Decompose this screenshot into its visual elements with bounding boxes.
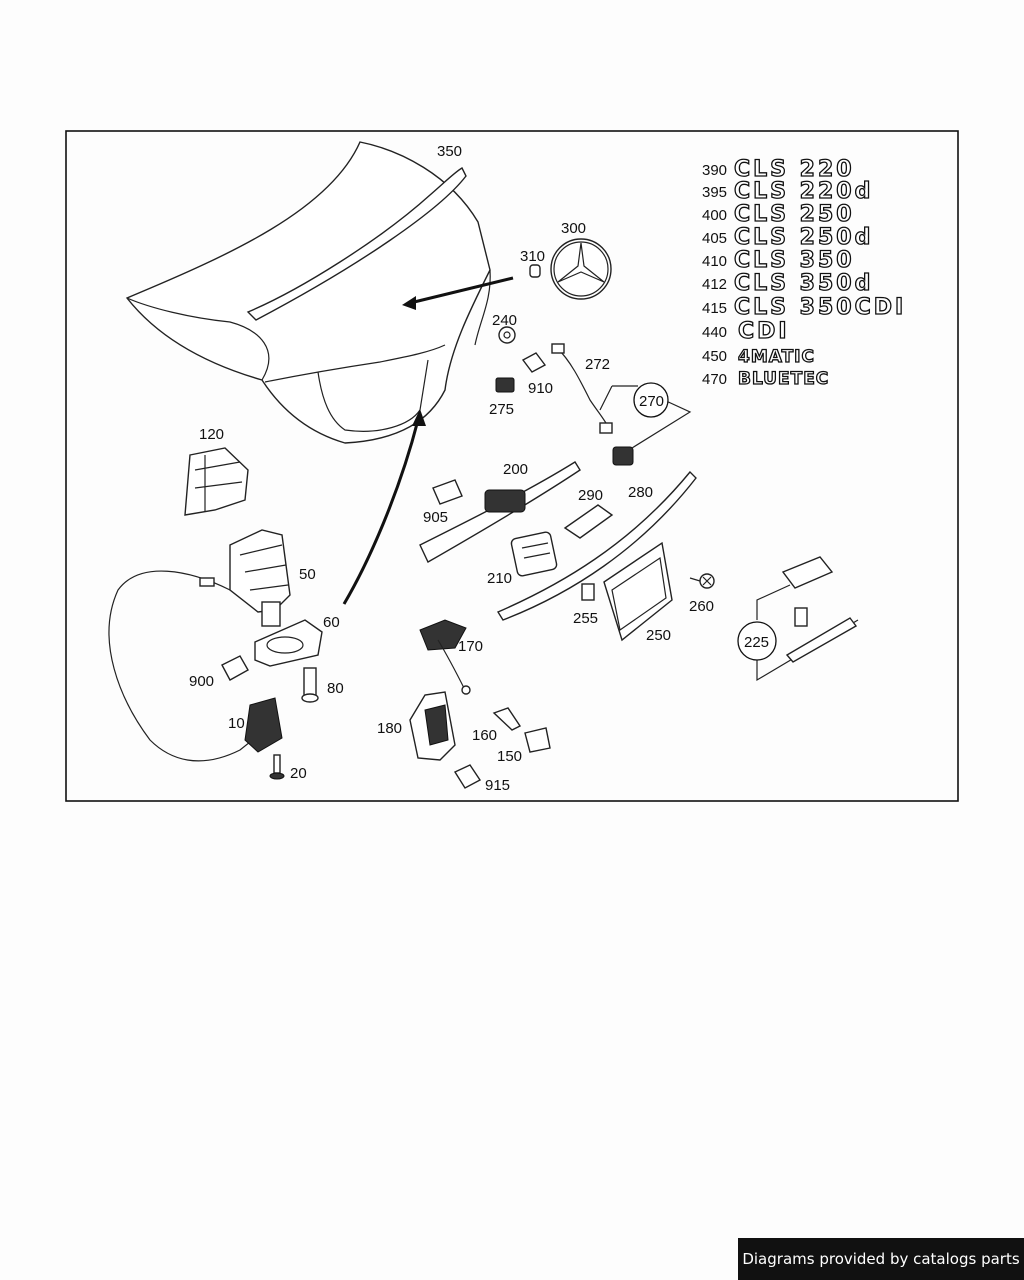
spoiler-part <box>246 167 467 321</box>
badge-text: CLS 250 <box>734 202 855 227</box>
callout-300: 300 <box>561 220 586 237</box>
bracket-part-120 <box>184 447 249 516</box>
callout-310: 310 <box>520 248 545 265</box>
footer-credit: Diagrams provided by catalogs parts <box>738 1238 1024 1280</box>
badge-text: CLS 350CDI <box>734 295 906 320</box>
callout-50: 50 <box>299 566 316 583</box>
bolt-part-80 <box>301 667 319 703</box>
badge-text: 4MATIC <box>738 347 815 367</box>
callout-160: 160 <box>472 727 497 744</box>
trunk-lid <box>125 141 491 444</box>
callout-250: 250 <box>646 627 671 644</box>
badge-number: 450 <box>702 348 727 365</box>
screw-part-160 <box>492 707 522 731</box>
callout-272: 272 <box>585 356 610 373</box>
callout-210: 210 <box>487 570 512 587</box>
release-cable <box>108 570 256 762</box>
screw-part-20 <box>269 754 285 780</box>
callout-260: 260 <box>689 598 714 615</box>
arrow-lock-to-lid <box>342 409 426 605</box>
mercedes-star-emblem <box>550 238 612 300</box>
callout-270: 270 <box>639 393 664 410</box>
arrow-star-to-lid <box>402 276 514 310</box>
callout-350: 350 <box>437 143 462 160</box>
badge-text: CLS 220d <box>734 179 873 204</box>
sticker-part-910 <box>521 352 547 373</box>
callout-80: 80 <box>327 680 344 697</box>
callout-circle-270 <box>633 382 669 418</box>
badge-text: BLUETEC <box>738 369 829 389</box>
clip-part-255 <box>581 583 595 601</box>
callout-circle-225 <box>737 621 777 661</box>
badge-number: 400 <box>702 207 727 224</box>
callout-905: 905 <box>423 509 448 526</box>
callout-10: 10 <box>228 715 245 732</box>
license-plate-part-250 <box>603 541 673 642</box>
latch-part-170 <box>419 619 471 695</box>
part-290 <box>563 504 614 539</box>
callout-150: 150 <box>497 748 522 765</box>
badge-number: 470 <box>702 371 727 388</box>
badge-number: 390 <box>702 162 727 179</box>
callout-225: 225 <box>744 634 769 651</box>
sticker-part-915 <box>453 764 482 789</box>
badge-number: 415 <box>702 300 727 317</box>
grommet-part-240 <box>498 326 516 344</box>
callout-180: 180 <box>377 720 402 737</box>
callout-120: 120 <box>199 426 224 443</box>
clip-part-310 <box>529 264 541 278</box>
latch-part-10 <box>244 697 283 753</box>
badge-number: 440 <box>702 324 727 341</box>
callout-60: 60 <box>323 614 340 631</box>
camera-cable-part-272 <box>551 343 634 466</box>
badge-number: 412 <box>702 276 727 293</box>
callout-200: 200 <box>503 461 528 478</box>
badge-text: CLS 350d <box>734 271 873 296</box>
lock-part-180 <box>409 691 456 761</box>
callout-255: 255 <box>573 610 598 627</box>
clip-part-275 <box>495 377 515 393</box>
switch-part-210 <box>510 531 558 577</box>
screw-part-260 <box>689 573 715 589</box>
sticker-part-900 <box>221 655 249 681</box>
callout-20: 20 <box>290 765 307 782</box>
sticker-part-905 <box>432 479 463 505</box>
callout-280: 280 <box>628 484 653 501</box>
badge-text: CLS 220 <box>734 157 855 182</box>
badge-number: 410 <box>702 253 727 270</box>
callout-290: 290 <box>578 487 603 504</box>
badge-number: 395 <box>702 184 727 201</box>
callout-910: 910 <box>528 380 553 397</box>
badge-text: CLS 350 <box>734 248 855 273</box>
bracket-270 <box>599 385 692 449</box>
badge-text: CLS 250d <box>734 225 873 250</box>
callout-170: 170 <box>458 638 483 655</box>
callout-900: 900 <box>189 673 214 690</box>
badge-number: 405 <box>702 230 727 247</box>
trim-strip-part-280 <box>496 470 697 621</box>
handle-strip-part-200 <box>419 461 581 563</box>
callout-240: 240 <box>492 312 517 329</box>
bracket-part-150 <box>524 727 551 753</box>
group-225 <box>756 556 859 682</box>
badge-list: 390 CLS 220 395 CLS 220d 400 CLS 250 405… <box>702 156 906 389</box>
callout-275: 275 <box>489 401 514 418</box>
callout-915: 915 <box>485 777 510 794</box>
lock-unit-part-50 <box>229 529 291 627</box>
badge-text: CDI <box>738 319 790 344</box>
housing-part-60 <box>254 619 323 667</box>
